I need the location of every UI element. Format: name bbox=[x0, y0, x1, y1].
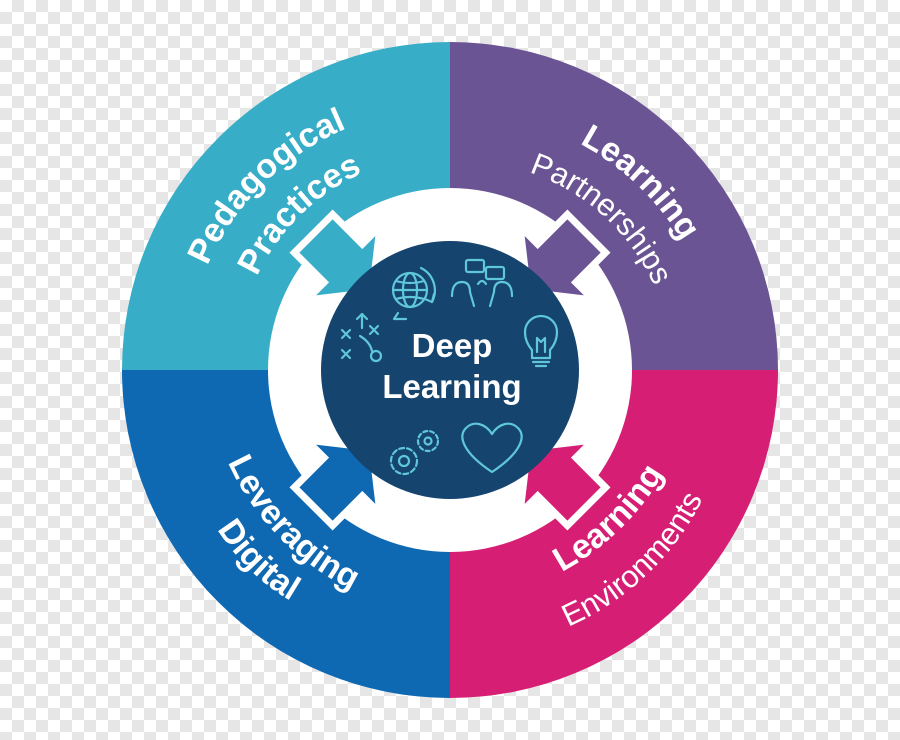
globe-icon bbox=[391, 266, 436, 321]
arrow-bottom-left bbox=[289, 435, 385, 531]
deep-learning-hub bbox=[321, 241, 579, 499]
speech-bubbles-icon bbox=[450, 258, 514, 308]
strategy-play-icon bbox=[340, 312, 383, 363]
center-title-line1: Deep bbox=[412, 327, 493, 364]
lightbulb-icon bbox=[523, 314, 559, 368]
center-title-line2: Learning bbox=[382, 368, 521, 405]
arrow-top-left bbox=[289, 209, 385, 305]
gears-icon bbox=[389, 429, 440, 476]
heart-icon bbox=[461, 422, 523, 474]
arrow-top-right bbox=[515, 209, 611, 305]
arrow-bottom-right bbox=[515, 435, 611, 531]
